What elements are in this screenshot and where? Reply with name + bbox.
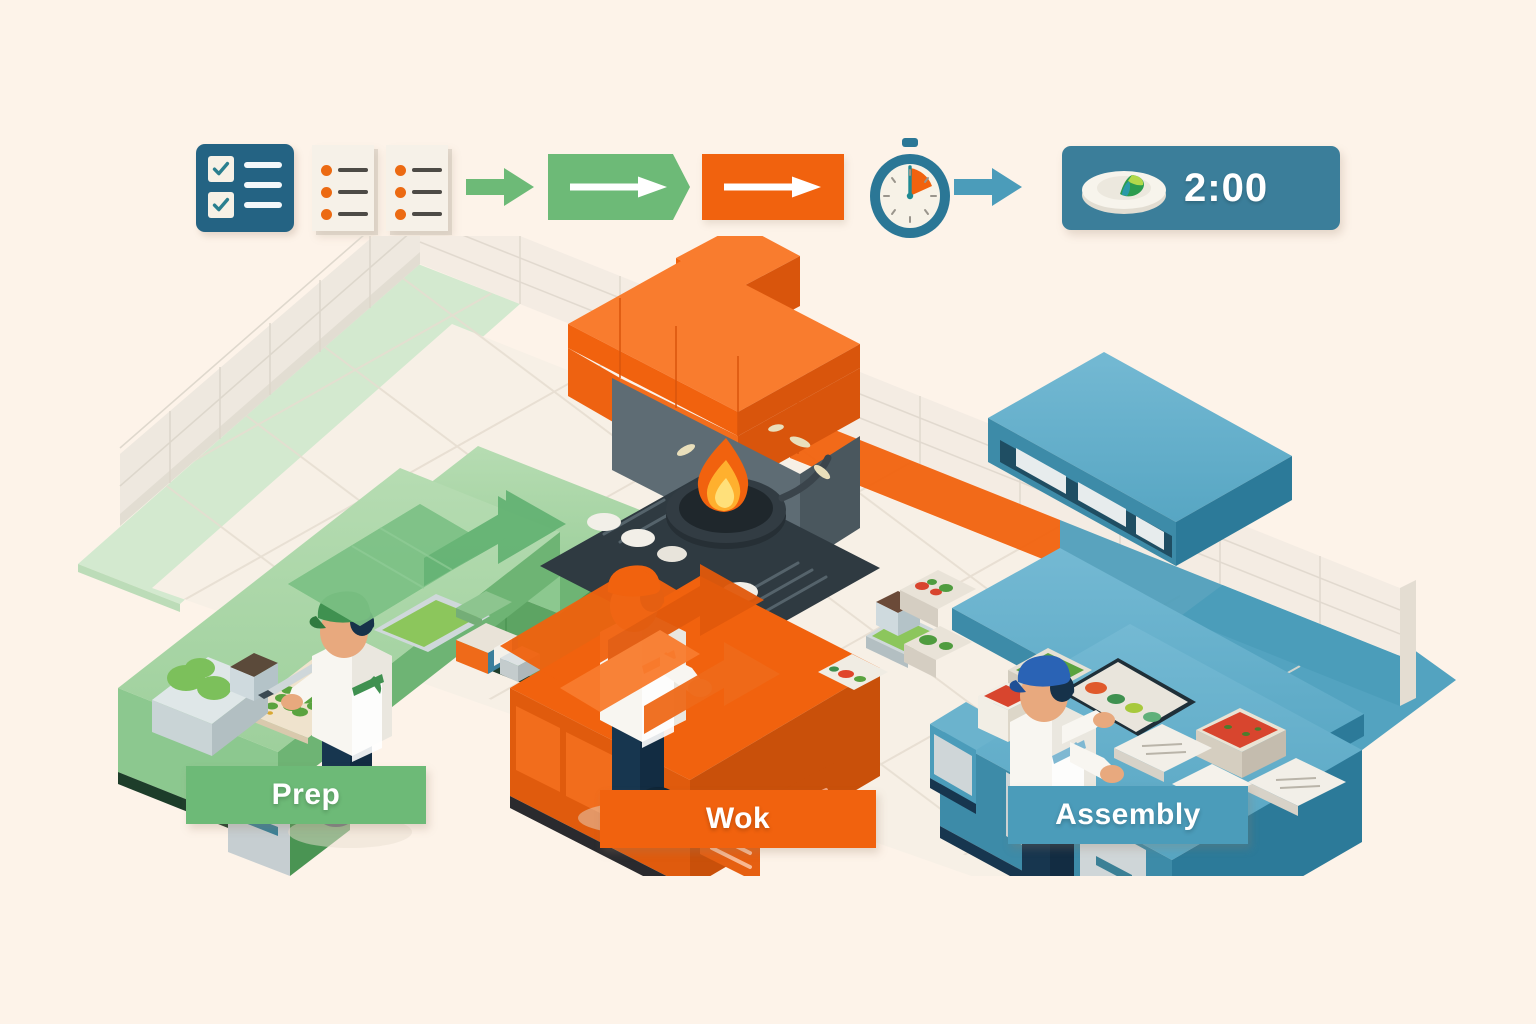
ticket-bullet (395, 187, 406, 198)
ticket-bullet (321, 209, 332, 220)
flame-icon (697, 438, 749, 512)
range-bowl (587, 513, 621, 531)
prep-stage-block (548, 154, 690, 220)
assembly-wall-band (1060, 520, 1400, 706)
ticket-bullet (395, 165, 406, 176)
isometric-kitchen-scene (0, 236, 1536, 876)
ticket-line (338, 190, 368, 194)
chef-hand (281, 694, 303, 710)
checklist-line (244, 162, 282, 168)
napkin-stack (1248, 758, 1346, 806)
prep-container (456, 623, 518, 653)
ticket-line (338, 168, 368, 172)
range-bowl (621, 529, 655, 547)
check-icon (212, 197, 230, 212)
prep-floor-platform (78, 264, 520, 604)
ticket-line (412, 168, 442, 172)
prep-cup (230, 653, 278, 677)
shelf-card (1078, 482, 1126, 527)
stopwatch-icon (870, 138, 950, 238)
napkin-stack (1114, 724, 1212, 772)
shelf-card (1016, 448, 1066, 494)
timer-value: 2:00 (1184, 165, 1269, 210)
wok-stage-block (702, 154, 844, 220)
prep-cabinet-panel (228, 796, 290, 876)
arrow-right-icon (954, 168, 1022, 206)
ticket-line (338, 212, 368, 216)
ticket-line (412, 190, 442, 194)
order-ticket-icon (386, 145, 448, 231)
checklist-line (244, 182, 282, 188)
result-badge: 2:00 (1062, 146, 1340, 230)
sauce-container (984, 685, 1030, 707)
wok-hood-top (568, 256, 860, 412)
plated-dish-icon (1082, 171, 1166, 214)
order-ticket-icon (312, 145, 374, 231)
wok-floor-arrow (500, 564, 780, 734)
checklist-icon (196, 144, 294, 232)
wok-hood-chimney (676, 236, 800, 290)
bin-greens (167, 658, 231, 700)
prep-floor-arrow (288, 490, 566, 626)
ticket-line (412, 212, 442, 216)
ticket-bullet (321, 165, 332, 176)
shelf-card (1136, 516, 1164, 550)
checkbox-square (208, 156, 234, 182)
overhead-shelf-top (988, 352, 1292, 522)
workflow-flow-strip: 2:00 (196, 136, 1340, 240)
wok-plate (818, 654, 888, 690)
ticket-bullet (395, 209, 406, 220)
checkbox-square (208, 192, 234, 218)
checklist-line (244, 202, 282, 208)
chef-cap (1017, 655, 1071, 687)
tossed-ingredients (676, 424, 831, 480)
arrow-right-icon (466, 168, 534, 206)
arrow-right-icon (724, 176, 821, 198)
plated-garnishes (1085, 682, 1161, 722)
arrow-right-icon (570, 176, 667, 198)
ticket-bullet (321, 187, 332, 198)
check-icon (212, 161, 230, 176)
chef-hand (1100, 765, 1124, 783)
